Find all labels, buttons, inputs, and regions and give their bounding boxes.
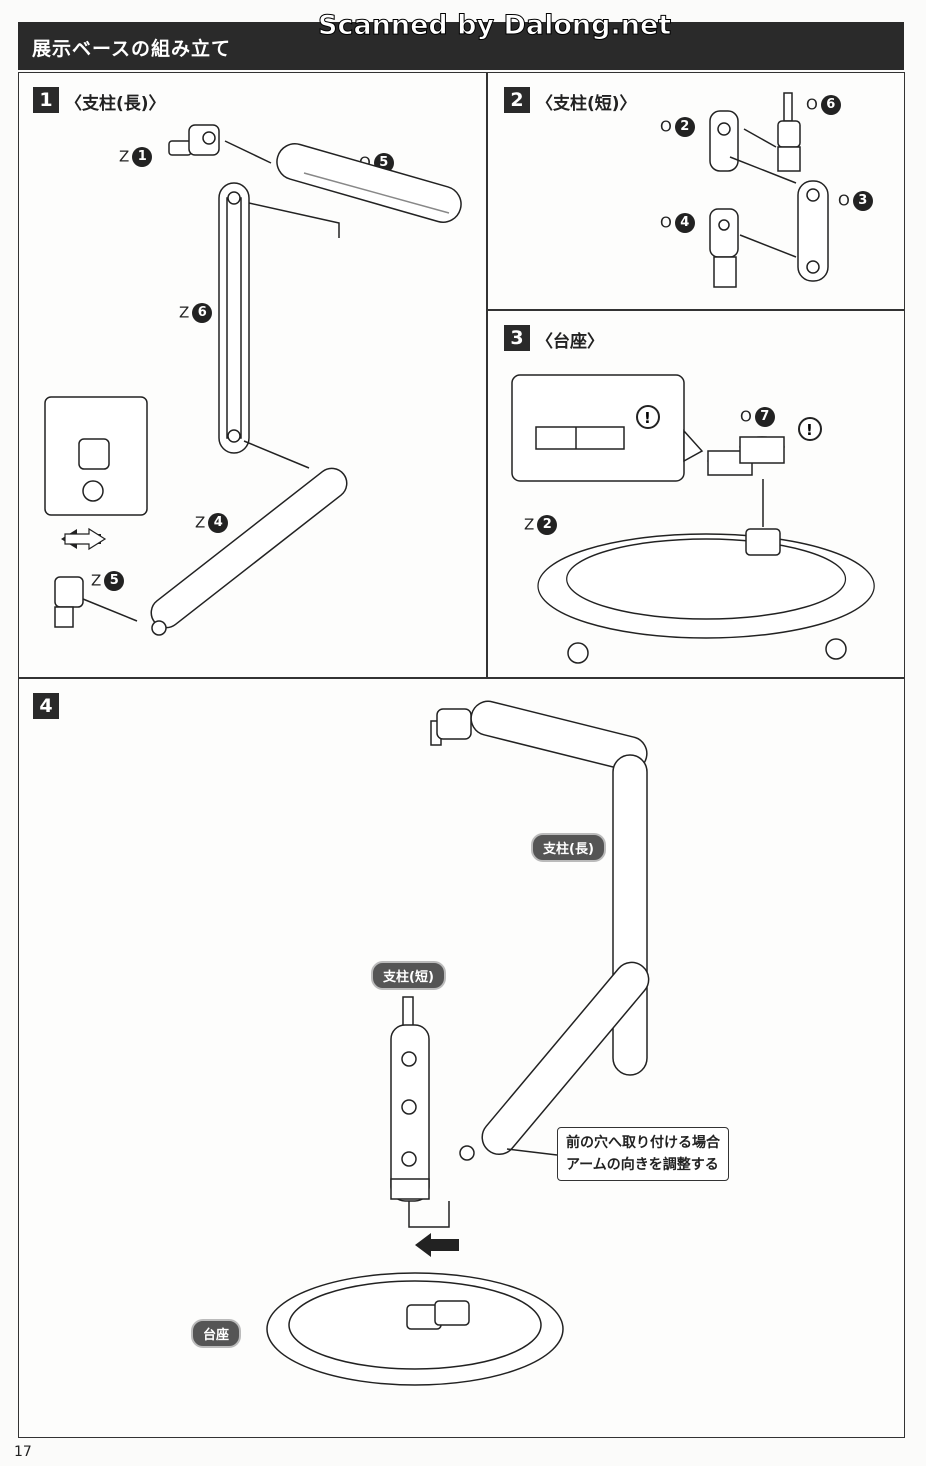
- step4-panel: 4 支柱(長) 支柱(短) 台座 前の穴へ取り付ける場合 アームの向きを調整する: [18, 678, 905, 1438]
- step1-panel: 1 〈支柱(長)〉 Z1 O5 Z6 Z3 Z4 Z5: [18, 72, 487, 678]
- step1-label: 〈支柱(長)〉: [65, 94, 166, 114]
- note-line2: アームの向きを調整する: [566, 1157, 719, 1173]
- label-base: 台座: [191, 1319, 242, 1348]
- step1-diagram: [44, 124, 462, 636]
- step4-number: 4: [33, 693, 59, 719]
- label-short-pillar: 支柱(短): [371, 961, 446, 990]
- note-line1: 前の穴へ取り付ける場合: [566, 1135, 720, 1151]
- svg-text:!: !: [806, 421, 813, 439]
- label-long-pillar: 支柱(長): [531, 833, 606, 862]
- section-header: 展示ベースの組み立て: [18, 22, 904, 70]
- step2-diagram: [709, 92, 829, 288]
- step3-diagram: ! !: [511, 374, 875, 664]
- step4-diagram: [266, 700, 650, 1386]
- step3-label: 〈台座〉: [536, 332, 604, 352]
- step1-number: 1: [33, 87, 59, 113]
- step2-label: 〈支柱(短)〉: [536, 94, 637, 114]
- watermark: Scanned by Dalong.net: [317, 10, 672, 42]
- warn-icon: ! !: [636, 405, 822, 441]
- svg-text:!: !: [644, 409, 651, 427]
- page-number: 17: [14, 1444, 32, 1460]
- step2-number: 2: [504, 87, 530, 113]
- step3-number: 3: [504, 325, 530, 351]
- section-title: 展示ベースの組み立て: [32, 38, 232, 60]
- adjust-note: 前の穴へ取り付ける場合 アームの向きを調整する: [557, 1127, 729, 1181]
